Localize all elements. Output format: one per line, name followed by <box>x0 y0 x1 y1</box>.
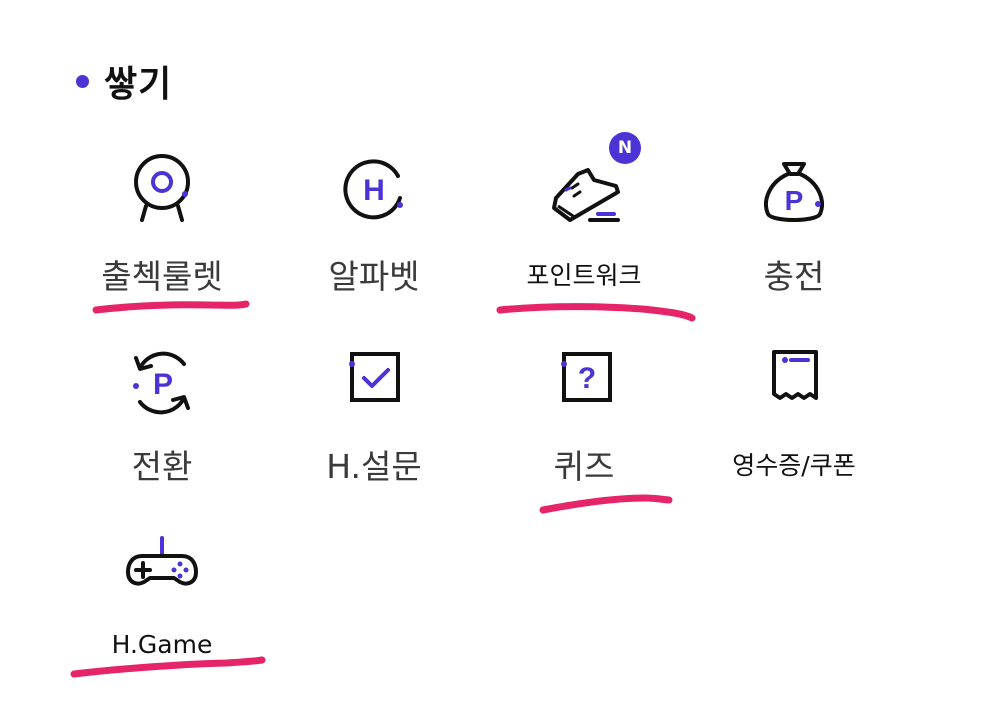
quiz-icon: ? <box>544 342 624 422</box>
menu-item-survey[interactable]: H.설문 <box>284 342 464 522</box>
section-title: 쌓기 <box>104 64 173 105</box>
survey-checkbox-icon <box>334 342 414 422</box>
menu-item-receipt[interactable]: 영수증/쿠폰 <box>704 342 884 522</box>
menu-item-label: 전환 <box>131 447 193 486</box>
menu-item-label: 충전 <box>763 257 825 296</box>
svg-text:H: H <box>363 174 385 207</box>
money-bag-icon: P <box>754 150 834 230</box>
menu-item-quiz[interactable]: ? 퀴즈 <box>494 342 674 522</box>
menu-item-label: 출첵룰렛 <box>101 257 223 296</box>
point-exchange-icon: P <box>122 342 202 422</box>
svg-text:P: P <box>153 368 173 401</box>
menu-item-charge[interactable]: P 충전 <box>704 150 884 330</box>
roulette-icon <box>122 150 202 230</box>
menu-item-label: 퀴즈 <box>553 447 615 486</box>
new-badge: N <box>609 132 641 164</box>
menu-item-label: H.설문 <box>326 447 422 486</box>
menu-item-label: 알파벳 <box>328 257 420 296</box>
menu-item-label: H.Game <box>111 630 213 659</box>
gamepad-icon <box>122 532 202 612</box>
svg-text:P: P <box>785 185 804 216</box>
menu-item-exchange[interactable]: P 전환 <box>72 342 252 522</box>
menu-item-label: 영수증/쿠폰 <box>732 451 856 480</box>
menu-item-label: 포인트워크 <box>526 261 642 290</box>
menu-item-hgame[interactable]: H.Game <box>72 532 252 712</box>
bullet-dot <box>76 74 89 88</box>
menu-item-roulette[interactable]: 출첵룰렛 <box>72 150 252 330</box>
receipt-icon <box>754 342 834 422</box>
sneaker-icon <box>544 150 624 230</box>
menu-item-point-walk[interactable]: N 포인트워크 <box>494 132 674 330</box>
section-header: 쌓기 <box>76 56 172 106</box>
svg-text:?: ? <box>578 362 596 395</box>
menu-item-alphabet[interactable]: H 알파벳 <box>284 150 464 330</box>
alphabet-icon: H <box>334 150 414 230</box>
